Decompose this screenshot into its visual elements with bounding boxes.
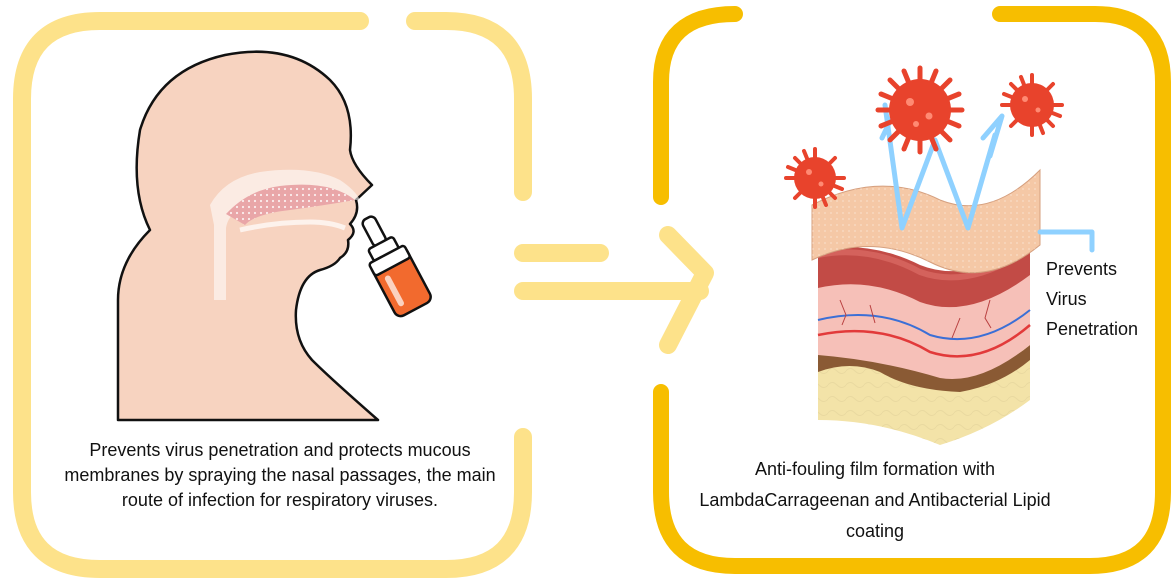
virus-icon [878,68,962,152]
right-caption: Anti-fouling film formation with LambdaC… [690,454,1060,547]
prevents-virus-penetration-label: Prevents Virus Penetration [1046,254,1171,344]
label-line-3: Penetration [1046,314,1171,344]
virus-icon [1002,75,1062,135]
human-head-profile-icon [118,52,378,420]
label-line-2: Virus [1046,284,1171,314]
arrow-right-icon [523,235,705,345]
skin-layers-icon [812,170,1040,445]
virus-icon [786,149,844,207]
label-line-1: Prevents [1046,254,1171,284]
left-caption: Prevents virus penetration and protects … [60,438,500,513]
nasal-spray-icon [349,209,433,319]
